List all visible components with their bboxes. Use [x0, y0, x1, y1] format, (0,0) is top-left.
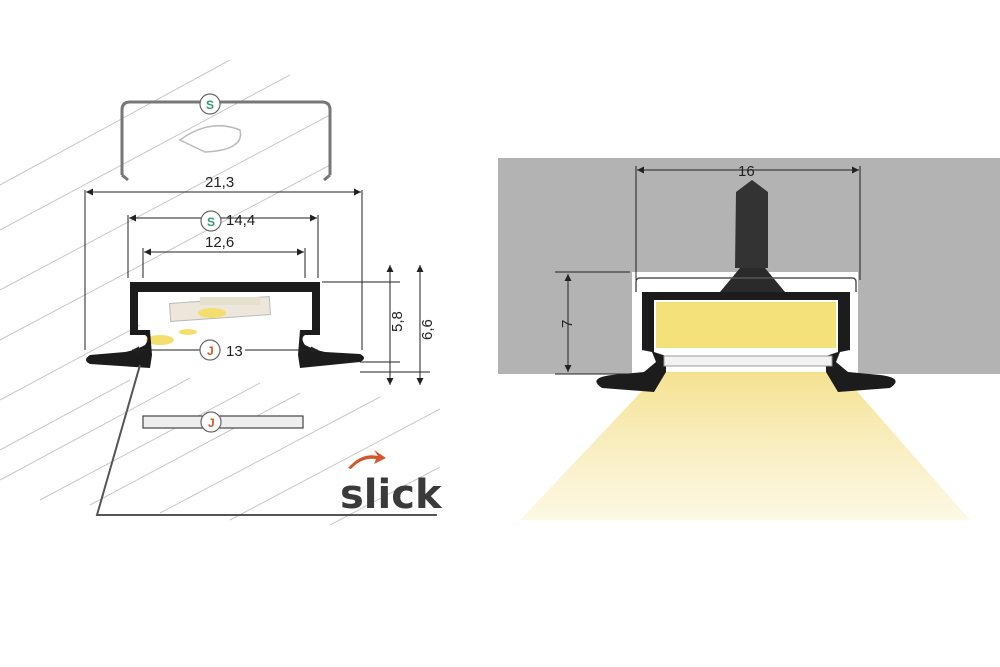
- mounting-anchor: [735, 180, 768, 268]
- svg-text:J: J: [208, 416, 215, 430]
- aluminium-profile-section: [86, 282, 364, 368]
- badge-s-cover: S: [199, 93, 221, 115]
- svg-text:S: S: [207, 215, 215, 229]
- left-perspective-lines: [0, 59, 441, 526]
- dim-cover-width: 14,4: [226, 212, 255, 229]
- dim-height-inner: 5,8: [389, 311, 406, 332]
- right-installation-view: 16 7: [498, 158, 1000, 520]
- anchor-base: [720, 268, 785, 292]
- logo-accent-icon: [348, 450, 386, 469]
- dim-height-total: 6,6: [419, 319, 436, 340]
- dim-width: 16: [738, 163, 755, 180]
- badge-s-dim: S: [200, 210, 222, 232]
- slick-logo: slick: [340, 450, 443, 518]
- dim-depth: 7: [559, 320, 576, 328]
- profile-body: [596, 292, 896, 392]
- dim-inner-width: 12,6: [205, 234, 234, 251]
- badge-j-dim: J: [199, 339, 221, 361]
- led-strip: [656, 302, 836, 348]
- cover-outline: [635, 277, 857, 292]
- light-beam: [520, 372, 970, 520]
- svg-text:S: S: [206, 98, 214, 112]
- leader-line: [95, 364, 437, 516]
- dim-total-width: 21,3: [205, 174, 234, 191]
- diffuser-cover-s: [120, 100, 332, 182]
- diffuser: [663, 355, 833, 367]
- dim-clip-width: 13: [226, 343, 243, 360]
- led-chips-perspective: [146, 296, 272, 345]
- svg-text:slick: slick: [340, 472, 443, 518]
- clip-part-j: J: [142, 411, 304, 433]
- dimension-lines-left: [84, 188, 430, 385]
- svg-text:J: J: [207, 344, 214, 358]
- dimension-lines-right: [555, 166, 861, 375]
